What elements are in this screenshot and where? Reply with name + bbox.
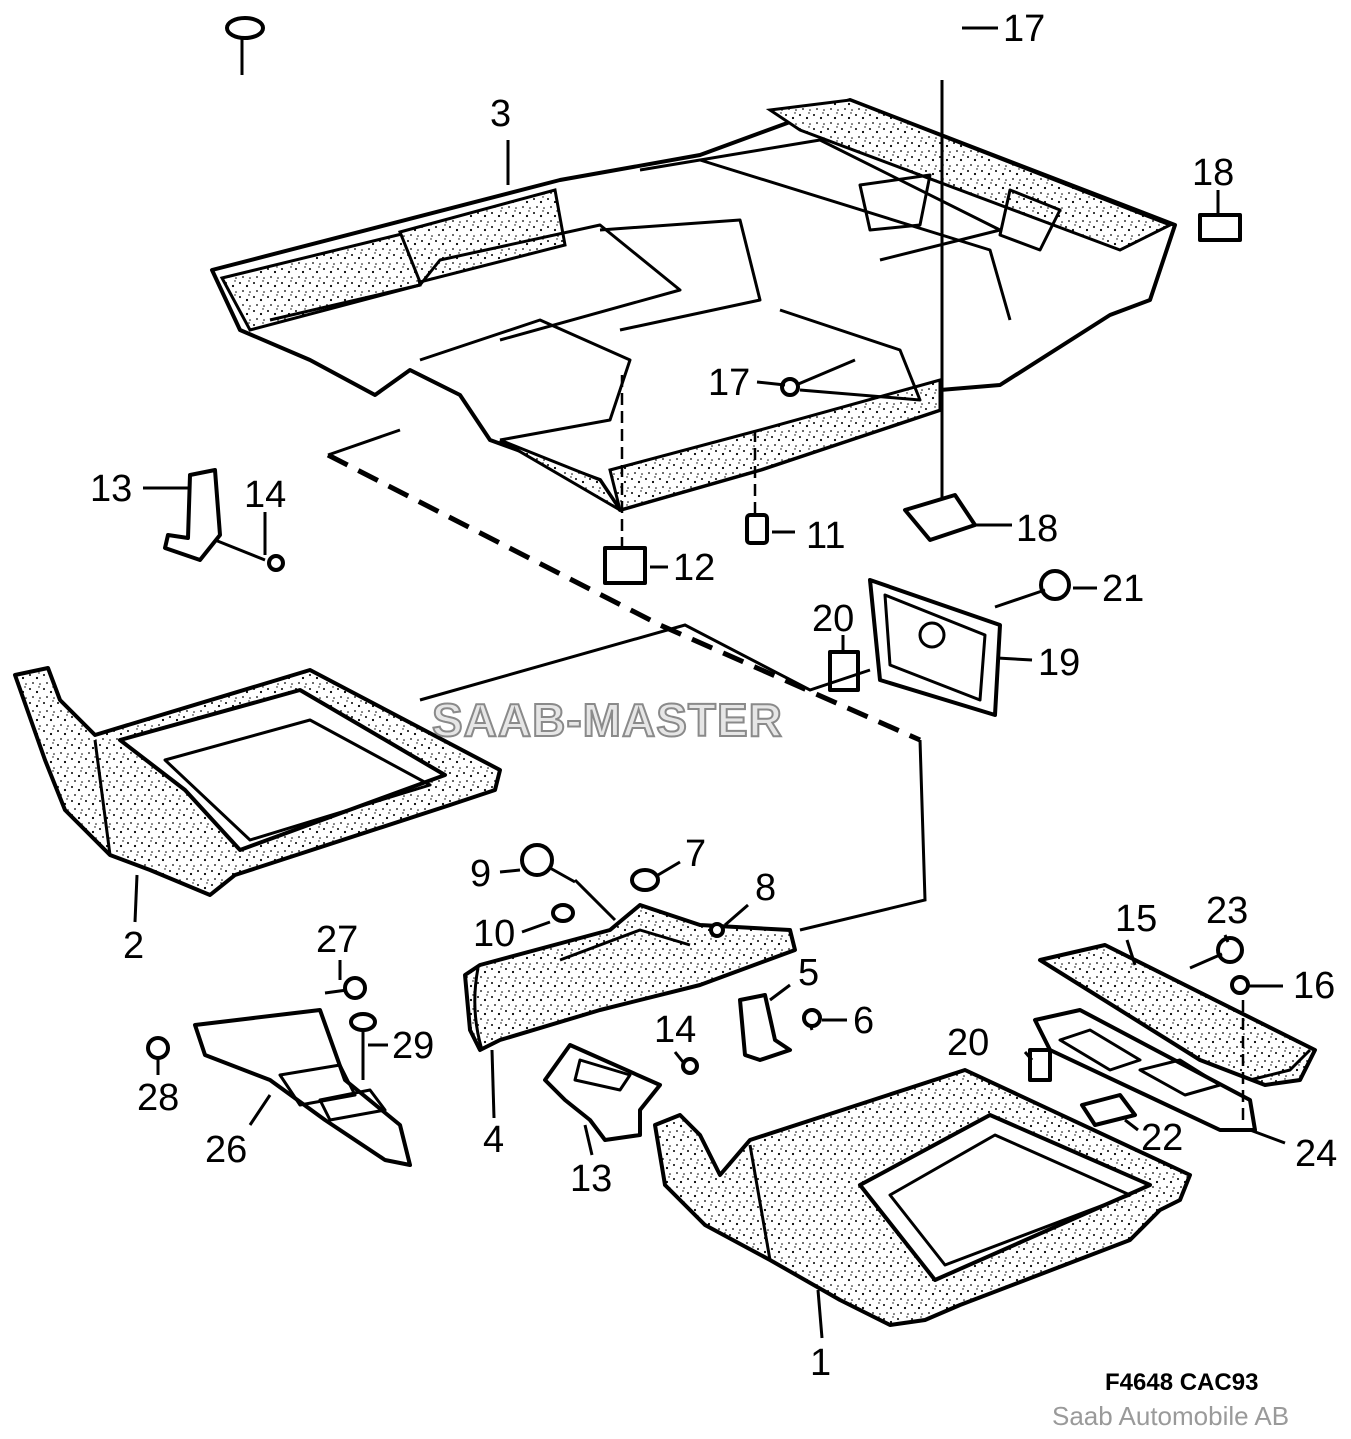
callout-9: 9 xyxy=(470,853,491,895)
callout-16: 16 xyxy=(1293,965,1335,1007)
callout-2: 2 xyxy=(123,925,144,967)
clip-20-upper-part xyxy=(828,650,860,692)
callout-17-upper: 17 xyxy=(1003,8,1045,50)
callout-20-upper: 20 xyxy=(812,598,854,640)
clip-20-lower-part xyxy=(1028,1048,1052,1082)
callout-10: 10 xyxy=(473,913,515,955)
assembly-lines xyxy=(214,80,1245,1125)
callout-4: 4 xyxy=(483,1119,504,1161)
callout-19: 19 xyxy=(1038,642,1080,684)
floor-carpet-part xyxy=(210,98,1177,512)
callout-22: 22 xyxy=(1141,1117,1183,1159)
clip-18-upper-part xyxy=(1198,213,1242,242)
copyright-credit: Saab Automobile AB xyxy=(1052,1401,1289,1431)
callout-leaders xyxy=(133,26,1286,1339)
callout-27: 27 xyxy=(316,919,358,961)
callout-23: 23 xyxy=(1206,890,1248,932)
watermark-text: SAAB-MASTER xyxy=(432,694,783,746)
clip-18-lower-part xyxy=(903,493,977,542)
figure-reference: F4648 CAC93 xyxy=(1105,1369,1258,1396)
callout-17-lower: 17 xyxy=(708,362,750,404)
callout-26: 26 xyxy=(205,1129,247,1171)
callout-18-lower: 18 xyxy=(1016,508,1058,550)
callout-18-upper: 18 xyxy=(1192,152,1234,194)
callout-24: 24 xyxy=(1295,1133,1337,1175)
bracket-13-lower-part xyxy=(543,1043,662,1142)
callout-13-upper: 13 xyxy=(90,468,132,510)
callout-21: 21 xyxy=(1102,568,1144,610)
fastener-set xyxy=(146,16,1250,1080)
callout-13-lower: 13 xyxy=(570,1158,612,1200)
callout-14-lower: 14 xyxy=(654,1009,696,1051)
callout-6: 6 xyxy=(853,1000,874,1042)
callout-5: 5 xyxy=(798,952,819,994)
callout-3: 3 xyxy=(490,93,511,135)
clip-5-part xyxy=(738,993,792,1062)
clip-12-part xyxy=(603,546,647,585)
callout-20-lower: 20 xyxy=(947,1022,989,1064)
callout-12: 12 xyxy=(673,547,715,589)
callout-7: 7 xyxy=(685,833,706,875)
callout-29: 29 xyxy=(392,1025,434,1067)
tunnel-trim-part xyxy=(463,903,797,1052)
rear-trim-panel-part xyxy=(1038,943,1317,1087)
right-floor-mat-part xyxy=(653,1068,1192,1327)
callout-28: 28 xyxy=(137,1077,179,1119)
callout-15: 15 xyxy=(1115,898,1157,940)
callout-1: 1 xyxy=(810,1342,831,1384)
trim-frame-19-part xyxy=(868,578,1002,717)
clip-11-part xyxy=(745,513,769,545)
callout-14-upper: 14 xyxy=(244,474,286,516)
bracket-13-upper-part xyxy=(163,468,222,562)
callout-11: 11 xyxy=(806,515,845,557)
clip-22-part xyxy=(1080,1093,1137,1127)
left-floor-mat-part xyxy=(13,666,502,897)
bracket-26-part xyxy=(193,1008,412,1167)
callout-labels: 1 2 3 4 5 6 7 8 9 10 11 12 13 13 14 14 1… xyxy=(90,8,1337,1384)
callout-8: 8 xyxy=(755,867,776,909)
